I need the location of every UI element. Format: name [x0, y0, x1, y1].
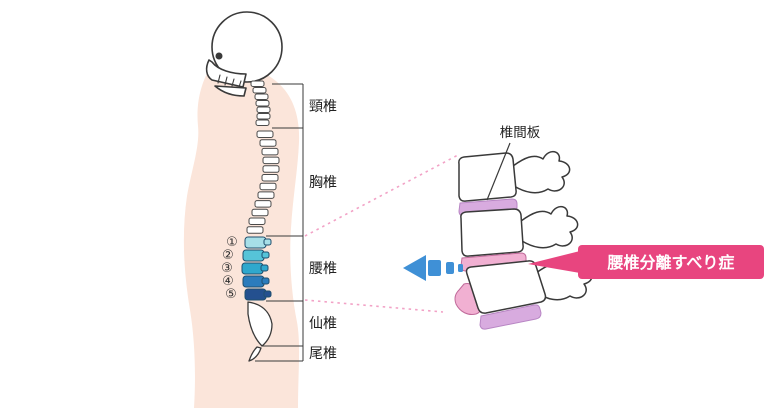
condition-callout: 腰椎分離すべり症 — [528, 245, 764, 279]
lumbar-number-4: ④ — [222, 273, 234, 288]
skull-teeth — [217, 74, 242, 88]
inset-vertebra-2-body — [460, 208, 524, 257]
label-sacral: 仙椎 — [309, 315, 337, 331]
lumbar-number-2: ② — [222, 247, 234, 262]
coccyx-shape — [248, 346, 262, 362]
inset-vertebra-1-body — [458, 152, 517, 202]
callout-box — [578, 245, 764, 279]
skull-illustration — [205, 11, 283, 97]
lumbar-vertebra-2 — [242, 249, 270, 262]
zoom-line-top — [304, 154, 459, 237]
label-thoracic: 胸椎 — [309, 174, 337, 190]
region-brackets — [255, 83, 304, 362]
arrow-dash-2 — [446, 262, 454, 274]
lumbar-vertebra-4 — [242, 275, 270, 288]
cervical-vertebrae — [250, 80, 271, 126]
lumbar-inset — [454, 150, 593, 330]
slip-direction-arrow — [403, 255, 463, 281]
sacrum-shape — [247, 301, 273, 347]
arrow-head — [403, 255, 426, 281]
label-lumbar: 腰椎 — [309, 260, 337, 276]
callout-pointer-wedge — [528, 251, 580, 273]
label-coccygeal: 尾椎 — [309, 345, 337, 361]
lumbar-number-3: ③ — [221, 260, 233, 275]
zoom-line-bottom — [304, 299, 444, 313]
sacrum-coccyx — [247, 301, 273, 362]
label-condition: 腰椎分離すべり症 — [608, 253, 735, 272]
arrow-dash-3 — [458, 264, 463, 272]
arrow-dash-1 — [428, 260, 441, 276]
skull-jaw-upper — [205, 59, 247, 88]
lumbar-number-5: ⑤ — [225, 286, 237, 301]
lumbar-number-1: ① — [226, 234, 238, 249]
body-silhouette — [183, 50, 300, 408]
lumbar-vertebra-3 — [241, 262, 269, 275]
label-cervical: 頸椎 — [309, 98, 337, 114]
thoracic-vertebrae — [246, 130, 280, 234]
disc-label-pointer — [486, 142, 511, 201]
inset-vertebra-2-posterior — [520, 205, 579, 249]
lumbar-vertebrae — [241, 236, 272, 301]
skull-eye-socket — [215, 52, 223, 60]
lumbar-vertebra-5 — [244, 288, 272, 301]
inset-disc-3 — [479, 304, 542, 330]
zoom-connector-lines — [304, 154, 459, 313]
skull-jaw-lower — [214, 85, 247, 97]
skull-cranium — [211, 11, 283, 83]
inset-vertebra-3-body — [465, 260, 547, 314]
lumbar-vertebra-1 — [244, 236, 272, 249]
inset-vertebra-1-posterior — [512, 150, 571, 194]
label-disc: 椎間板 — [500, 125, 541, 140]
